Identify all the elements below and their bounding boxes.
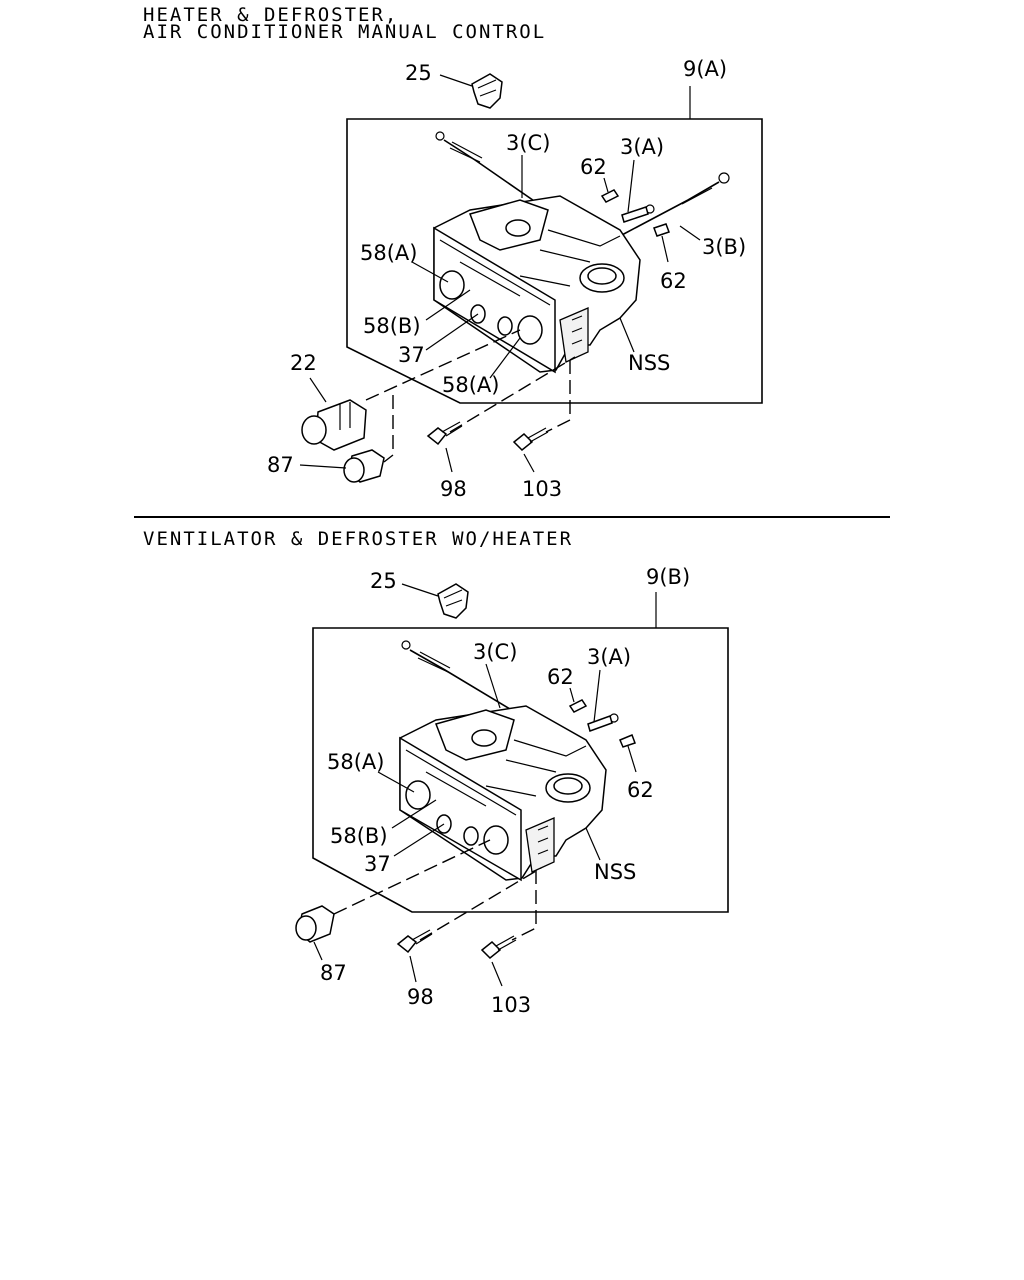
- leader-98a: [445, 447, 453, 473]
- leader-37: [425, 313, 479, 351]
- pin-62d: [619, 734, 636, 748]
- leader-58b-b: [391, 799, 437, 829]
- dash-87a: [383, 395, 394, 463]
- callout-37: 37: [398, 343, 425, 367]
- callout-3c-b: 3(C): [473, 640, 517, 664]
- leader-3c-b: [485, 663, 501, 709]
- frame-9a: [346, 118, 763, 404]
- leader-87b: [313, 941, 323, 961]
- cable-3a: [621, 204, 655, 223]
- leader-62d: [627, 745, 637, 773]
- section2-diagram: 25 9(B) 3(C) 62 3(A) 62 58(A) 58(B) 37 N…: [295, 565, 729, 1017]
- cable-3b: [619, 172, 730, 237]
- callout-58a-2: 58(A): [442, 373, 499, 397]
- screw-98a-part: [426, 421, 463, 446]
- callout-58a-b: 58(A): [327, 750, 384, 774]
- leader-62c: [569, 687, 575, 703]
- section2-title: VENTILATOR & DEFROSTER WO/HEATER: [143, 528, 574, 550]
- callout-98: 98: [440, 477, 467, 501]
- pin-62c: [568, 699, 588, 713]
- leader-103b: [491, 961, 503, 987]
- leader-3b: [679, 225, 701, 241]
- callout-87: 87: [267, 453, 294, 477]
- cable-3a-b: [587, 713, 619, 732]
- callout-98b: 98: [407, 985, 434, 1009]
- callout-22: 22: [290, 351, 317, 375]
- callout-3b: 3(B): [702, 235, 746, 259]
- callout-37-b: 37: [364, 852, 391, 876]
- dash-103b: [511, 870, 537, 941]
- leader-62a: [603, 177, 609, 193]
- callout-58b: 58(B): [363, 314, 421, 338]
- dash-87b: [333, 839, 491, 915]
- leader-25: [439, 74, 473, 87]
- leader-3a: [627, 159, 635, 213]
- leader-22: [309, 377, 327, 403]
- callout-103: 103: [522, 477, 562, 501]
- cable-3c: [435, 131, 541, 206]
- dash-98a: [449, 356, 576, 433]
- callout-nss-b: NSS: [594, 860, 636, 884]
- leader-58a-b: [377, 771, 415, 793]
- leader-nss-b: [585, 827, 601, 861]
- dash-98b: [419, 867, 542, 941]
- callout-62c: 62: [547, 665, 574, 689]
- pin-62b: [653, 223, 670, 237]
- leader-nss-a: [619, 317, 635, 353]
- cable-3c-b: [401, 640, 516, 713]
- switch-22-part: [301, 399, 367, 451]
- screw-103a-part: [512, 427, 549, 452]
- dash-103a: [545, 360, 571, 433]
- callout-58b-b: 58(B): [330, 824, 388, 848]
- callout-3a-b: 3(A): [587, 645, 631, 669]
- callout-103b: 103: [491, 993, 531, 1017]
- section1-title-line1: HEATER & DEFROSTER,: [143, 4, 399, 26]
- callout-25b: 25: [370, 569, 397, 593]
- callout-9b: 9(B): [646, 565, 690, 589]
- callout-nss: NSS: [628, 351, 670, 375]
- leader-103a: [523, 453, 535, 473]
- callout-62d: 62: [627, 778, 654, 802]
- clip-25b-part: [437, 583, 469, 619]
- leader-58a1: [411, 261, 449, 283]
- pin-62a: [600, 189, 620, 203]
- leader-25b: [401, 583, 439, 597]
- leader-3a-b: [593, 669, 601, 723]
- leader-98b: [409, 955, 417, 983]
- clip-25-part: [471, 73, 503, 109]
- callout-87b: 87: [320, 961, 347, 985]
- screw-103b-part: [480, 935, 517, 960]
- frame-9b: [312, 627, 729, 913]
- callout-58a-1: 58(A): [360, 241, 417, 265]
- knob-87a-part: [343, 449, 385, 483]
- callout-3c: 3(C): [506, 131, 550, 155]
- callout-62b: 62: [660, 269, 687, 293]
- leader-58a2: [489, 337, 521, 379]
- callout-25: 25: [405, 61, 432, 85]
- leader-58b: [425, 289, 471, 321]
- callout-62a: 62: [580, 155, 607, 179]
- callout-3a: 3(A): [620, 135, 664, 159]
- control-unit-a: [433, 195, 641, 374]
- callout-9a: 9(A): [683, 57, 727, 81]
- section1-title-line2: AIR CONDITIONER MANUAL CONTROL: [143, 21, 547, 43]
- leader-62b: [661, 235, 669, 263]
- leader-37-b: [393, 823, 445, 857]
- control-unit-b: [399, 705, 607, 882]
- leader-87a: [299, 464, 347, 469]
- section1-diagram: 25 9(A) 3(C) 62 3(A) 3(B) 62 58(A) 58(B)…: [267, 57, 763, 501]
- knob-87b-part: [295, 905, 335, 943]
- dash-22: [365, 329, 521, 401]
- screw-98b-part: [396, 929, 433, 954]
